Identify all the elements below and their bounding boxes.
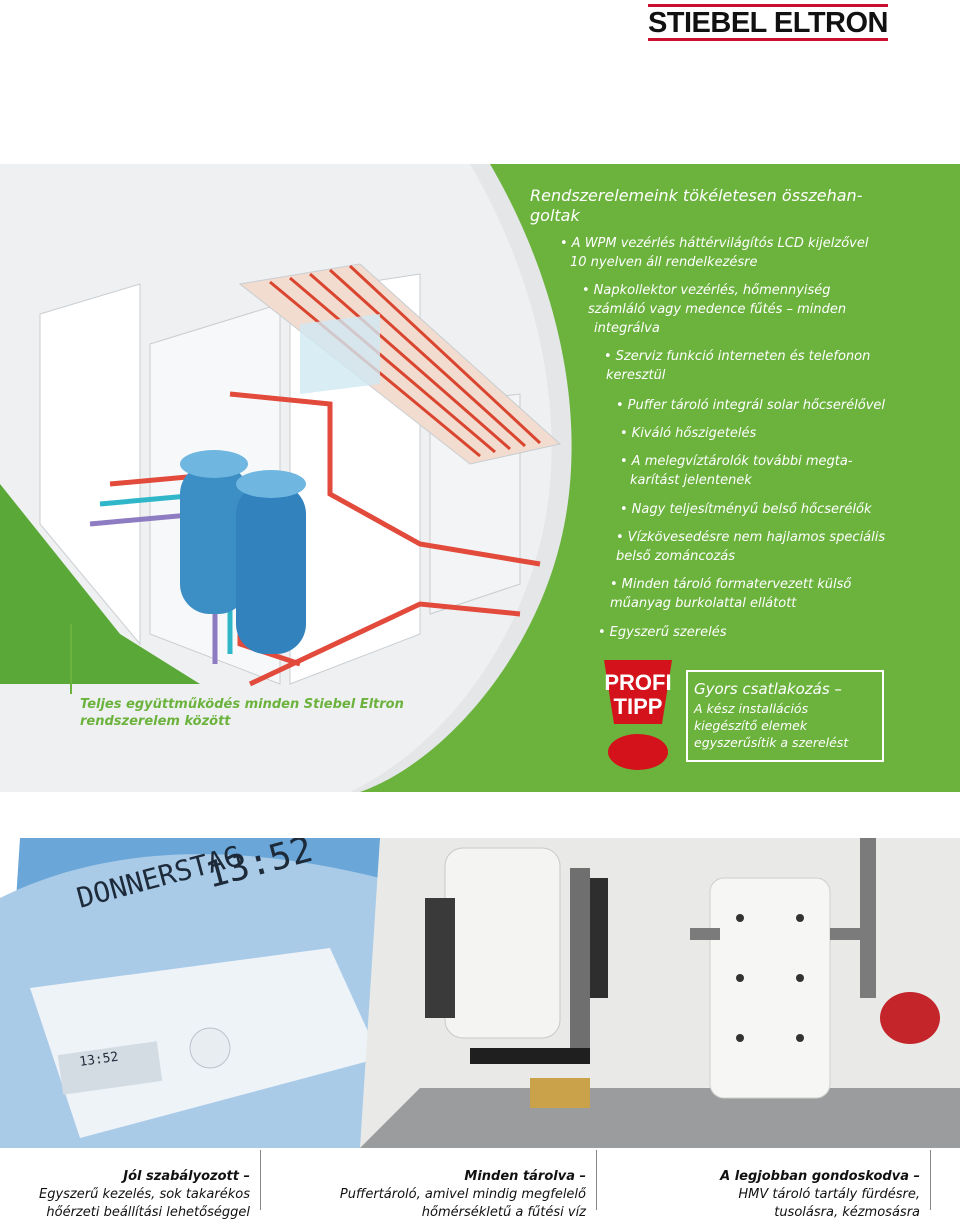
caption-divider: [930, 1150, 931, 1210]
caption-buffer-tank: Minden tárolva – Puffertároló, amivel mi…: [339, 1169, 586, 1220]
bullet-item: •Nagy teljesítményű belső hőcserélők: [620, 502, 872, 517]
photo-strip: DONNERSTAG 13:52 13:52: [0, 838, 960, 1148]
bullet-item: •A WPM vezérlés háttérvilágítós LCD kije…: [560, 236, 869, 270]
badge-line2: TIPP: [614, 694, 663, 719]
display-small: 13:52: [78, 1050, 119, 1070]
bullet-item: •A melegvíztárolók további megta- karítá…: [620, 454, 853, 488]
caption-divider: [596, 1150, 597, 1210]
badge-line1: PROFI: [604, 670, 671, 695]
bullet-item: •Puffer tároló integrál solar hőcserélőv…: [616, 398, 886, 413]
caption-divider: [260, 1150, 261, 1210]
profi-tipp-box: Gyors csatlakozás – A kész installációs …: [686, 670, 884, 762]
hero-section: Rendszerelemeink tökéletesen összehan-go…: [0, 164, 960, 792]
bullet-item: •Egyszerű szerelés: [598, 625, 727, 640]
caption-divider: [70, 624, 72, 694]
bullet-item: •Kiváló hőszigetelés: [620, 426, 757, 441]
caption-hot-water-tank: A legjobban gondoskodva – HMV tároló tar…: [720, 1169, 920, 1220]
caption-controller: Jól szabályozott – Egyszerű kezelés, sok…: [38, 1169, 250, 1220]
bullet-item: •Szerviz funkció interneten és telefonon…: [604, 349, 871, 383]
bullet-item: •Napkollektor vezérlés, hőmennyiség szám…: [582, 283, 847, 336]
brand-logo: STIEBEL ELTRON: [647, 4, 889, 41]
profi-tipp-badge: PROFI TIPP: [604, 660, 672, 770]
bullet-item: •Minden tároló formatervezett külső műan…: [610, 577, 852, 611]
product-photos: DONNERSTAG 13:52 13:52: [0, 838, 960, 1148]
tipp-heading: Gyors csatlakozás –: [694, 680, 842, 698]
hero-title: Rendszerelemeink tökéletesen összehan-go…: [530, 186, 863, 225]
tipp-body: A kész installációs kiegészítő elemek eg…: [694, 701, 849, 750]
house-cutaway-illustration: [0, 164, 572, 792]
bullet-item: •Vízkövesedésre nem hajlamos speciális b…: [616, 530, 886, 564]
hero-caption: Teljes együttműködés minden Stiebel Eltr…: [80, 697, 404, 729]
